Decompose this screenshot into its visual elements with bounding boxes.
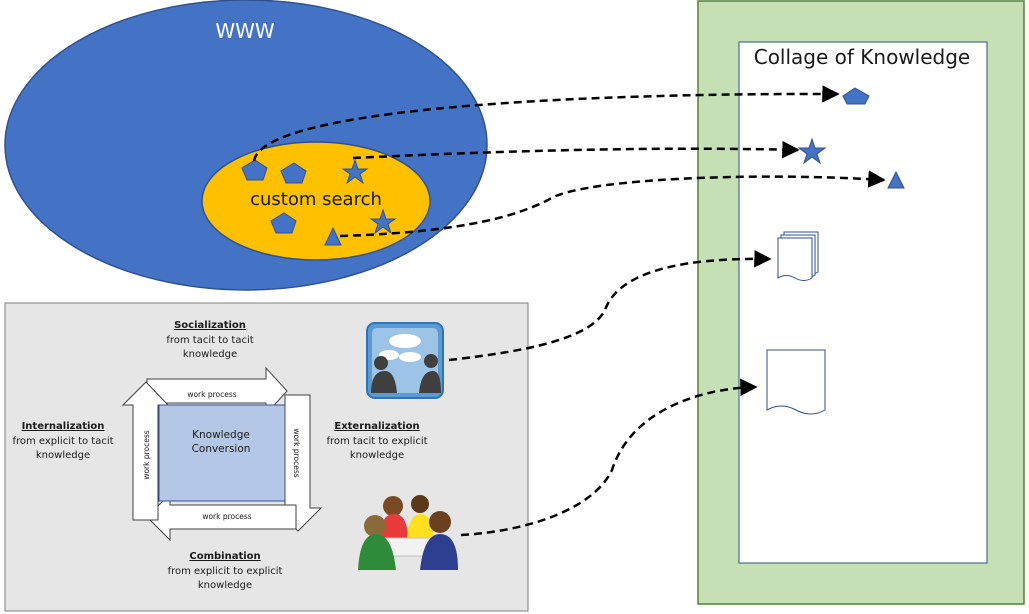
conversion-line1: Knowledge (192, 429, 250, 441)
pentagon-icon (842, 87, 870, 105)
conversion-line2: Conversion (192, 443, 251, 455)
combination-line2: knowledge (198, 580, 252, 591)
collage-title: Collage of Knowledge (754, 45, 971, 69)
work-process-right: work process (292, 428, 301, 477)
meeting-icon (358, 495, 458, 570)
collage-region: Collage of Knowledge (697, 0, 1025, 605)
combination-title: Combination (189, 551, 260, 562)
knowledge-conversion-box (158, 404, 286, 502)
chat-icon (366, 322, 444, 399)
socialization-line2: knowledge (183, 349, 237, 360)
socialization-title: Socialization (174, 320, 246, 331)
custom-search-region: custom search (201, 141, 431, 261)
connectors (252, 85, 886, 537)
triangle-icon (887, 170, 905, 189)
combination-line1: from explicit to explicit (168, 566, 283, 577)
star-icon (341, 158, 369, 185)
connector-star (352, 140, 800, 160)
externalization-title: Externalization (334, 421, 419, 432)
socialization-line1: from tacit to tacit (166, 335, 253, 346)
pentagon-icon (270, 212, 297, 234)
star-icon (797, 137, 827, 165)
star-icon (369, 208, 397, 235)
connector-pentagon (252, 85, 840, 162)
connector-triangle (339, 170, 886, 238)
pentagon-icon (241, 159, 268, 181)
pentagon-icon (280, 162, 307, 184)
documents-icon (777, 231, 819, 281)
work-process-left: work process (142, 430, 151, 479)
work-process-top: work process (187, 390, 236, 399)
triangle-icon (324, 226, 342, 246)
externalization-line1: from tacit to explicit (326, 436, 427, 447)
work-process-bottom: work process (202, 512, 251, 521)
connector-chat (448, 249, 772, 362)
internalization-line2: knowledge (36, 450, 90, 461)
externalization-line2: knowledge (350, 450, 404, 461)
www-label: WWW (215, 19, 275, 43)
internalization-line1: from explicit to tacit (12, 436, 113, 447)
seci-region: work process work process work process w… (4, 302, 529, 612)
work-process-arrows (121, 366, 323, 542)
connector-meeting (460, 378, 758, 537)
internalization-title: Internalization (22, 421, 105, 432)
document-icon (766, 349, 826, 415)
custom-search-label: custom search (250, 189, 382, 210)
